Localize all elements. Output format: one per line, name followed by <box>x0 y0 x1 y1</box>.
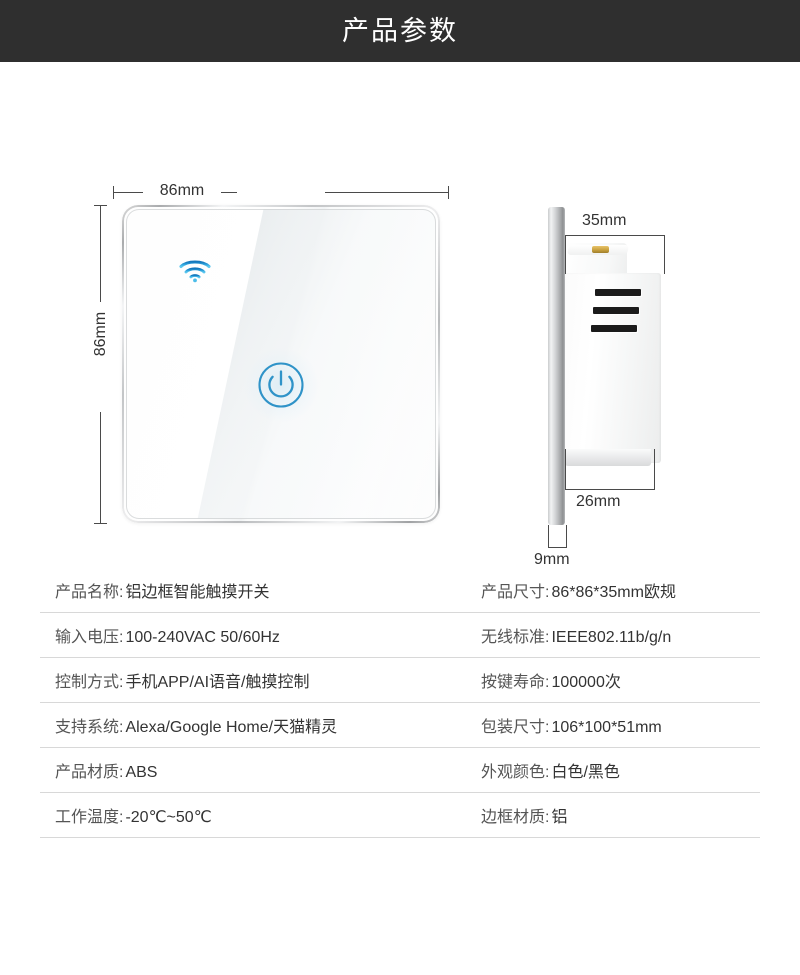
spec-label: 输入电压: <box>55 629 124 646</box>
spec-cell: 产品名称: 铝边框智能触摸开关 <box>40 578 455 602</box>
dimension-tick-left <box>113 186 114 199</box>
spec-cell: 工作温度: -20℃~50℃ <box>40 803 455 827</box>
spec-label: 工作温度: <box>55 809 124 826</box>
dimension-label-height: 86mm <box>90 302 112 366</box>
table-row: 控制方式: 手机APP/AI语音/触摸控制 按键寿命: 100000次 <box>40 657 760 702</box>
spec-value: IEEE802.11b/g/n <box>551 629 672 646</box>
dimension-line-segment-top <box>100 205 101 317</box>
spec-value: 106*100*51mm <box>551 719 662 736</box>
spec-value: 铝边框智能触摸开关 <box>125 584 270 601</box>
dimension-bracket-box-depth <box>565 449 655 490</box>
antenna-connector <box>592 246 609 253</box>
wifi-icon <box>178 257 212 283</box>
spec-value: -20℃~50℃ <box>125 809 212 826</box>
spec-value: 白色/黑色 <box>551 764 620 781</box>
front-view-switch-panel <box>122 205 440 523</box>
dimension-bracket-thickness <box>548 525 567 548</box>
spec-label: 支持系统: <box>55 719 124 736</box>
spec-label: 无线标准: <box>481 629 550 646</box>
spec-label: 控制方式: <box>55 674 124 691</box>
spec-label: 包装尺寸: <box>481 719 550 736</box>
dimension-line-segment-bottom <box>100 412 101 524</box>
dimension-label-box-depth: 26mm <box>576 493 621 510</box>
specification-table: 产品名称: 铝边框智能触摸开关 产品尺寸: 86*86*35mm欧规 输入电压:… <box>40 568 760 838</box>
spec-value: 100000次 <box>551 674 621 691</box>
table-row: 工作温度: -20℃~50℃ 边框材质: 铝 <box>40 792 760 837</box>
table-bottom-divider <box>40 837 760 838</box>
spec-value: ABS <box>125 764 158 781</box>
back-module-body <box>565 273 661 463</box>
dimension-label-depth: 35mm <box>582 212 627 229</box>
dimension-tick-bottom <box>94 523 107 524</box>
terminal-slot <box>593 307 639 314</box>
spec-cell: 包装尺寸: 106*100*51mm <box>455 713 760 737</box>
power-button[interactable] <box>244 348 318 422</box>
back-module-base <box>565 449 651 466</box>
table-row: 产品名称: 铝边框智能触摸开关 产品尺寸: 86*86*35mm欧规 <box>40 568 760 612</box>
spec-label: 产品尺寸: <box>481 584 550 601</box>
spec-value: 100-240VAC 50/60Hz <box>125 629 280 646</box>
spec-value: 手机APP/AI语音/触摸控制 <box>125 674 310 691</box>
glass-panel-edge <box>548 207 565 525</box>
table-row: 支持系统: Alexa/Google Home/天猫精灵 包装尺寸: 106*1… <box>40 702 760 747</box>
dimension-tick-right <box>448 186 449 199</box>
dimension-label-width: 86mm <box>143 181 221 201</box>
spec-label: 按键寿命: <box>481 674 550 691</box>
spec-value: 铝 <box>551 809 568 826</box>
dimension-tick-top <box>94 205 107 206</box>
spec-cell: 边框材质: 铝 <box>455 803 760 827</box>
page-header: 产品参数 <box>0 0 800 62</box>
page-title: 产品参数 <box>342 15 458 46</box>
side-view-switch: 35mm 26mm 9mm <box>534 207 758 568</box>
table-row: 产品材质: ABS 外观颜色: 白色/黑色 <box>40 747 760 792</box>
spec-cell: 无线标准: IEEE802.11b/g/n <box>455 623 760 647</box>
spec-cell: 产品尺寸: 86*86*35mm欧规 <box>455 578 760 602</box>
terminal-slot <box>595 289 641 296</box>
spec-value: 86*86*35mm欧规 <box>551 584 676 601</box>
spec-cell: 按键寿命: 100000次 <box>455 668 760 692</box>
product-image-stage: 86mm 86mm 35mm 26mm 9mm <box>0 62 800 568</box>
terminal-slot <box>591 325 637 332</box>
dimension-bracket-depth <box>565 235 665 274</box>
spec-label: 产品材质: <box>55 764 124 781</box>
spec-label: 边框材质: <box>481 809 550 826</box>
spec-cell: 支持系统: Alexa/Google Home/天猫精灵 <box>40 713 455 737</box>
table-row: 输入电压: 100-240VAC 50/60Hz 无线标准: IEEE802.1… <box>40 612 760 657</box>
spec-value: Alexa/Google Home/天猫精灵 <box>125 719 338 736</box>
spec-cell: 外观颜色: 白色/黑色 <box>455 758 760 782</box>
dimension-line-segment-right <box>325 192 449 193</box>
dimension-line-height: 86mm <box>90 205 112 524</box>
dimension-label-thickness: 9mm <box>534 551 570 568</box>
spec-label: 产品名称: <box>55 584 124 601</box>
spec-cell: 输入电压: 100-240VAC 50/60Hz <box>40 623 455 647</box>
spec-cell: 产品材质: ABS <box>40 758 455 782</box>
spec-label: 外观颜色: <box>481 764 550 781</box>
spec-cell: 控制方式: 手机APP/AI语音/触摸控制 <box>40 668 455 692</box>
